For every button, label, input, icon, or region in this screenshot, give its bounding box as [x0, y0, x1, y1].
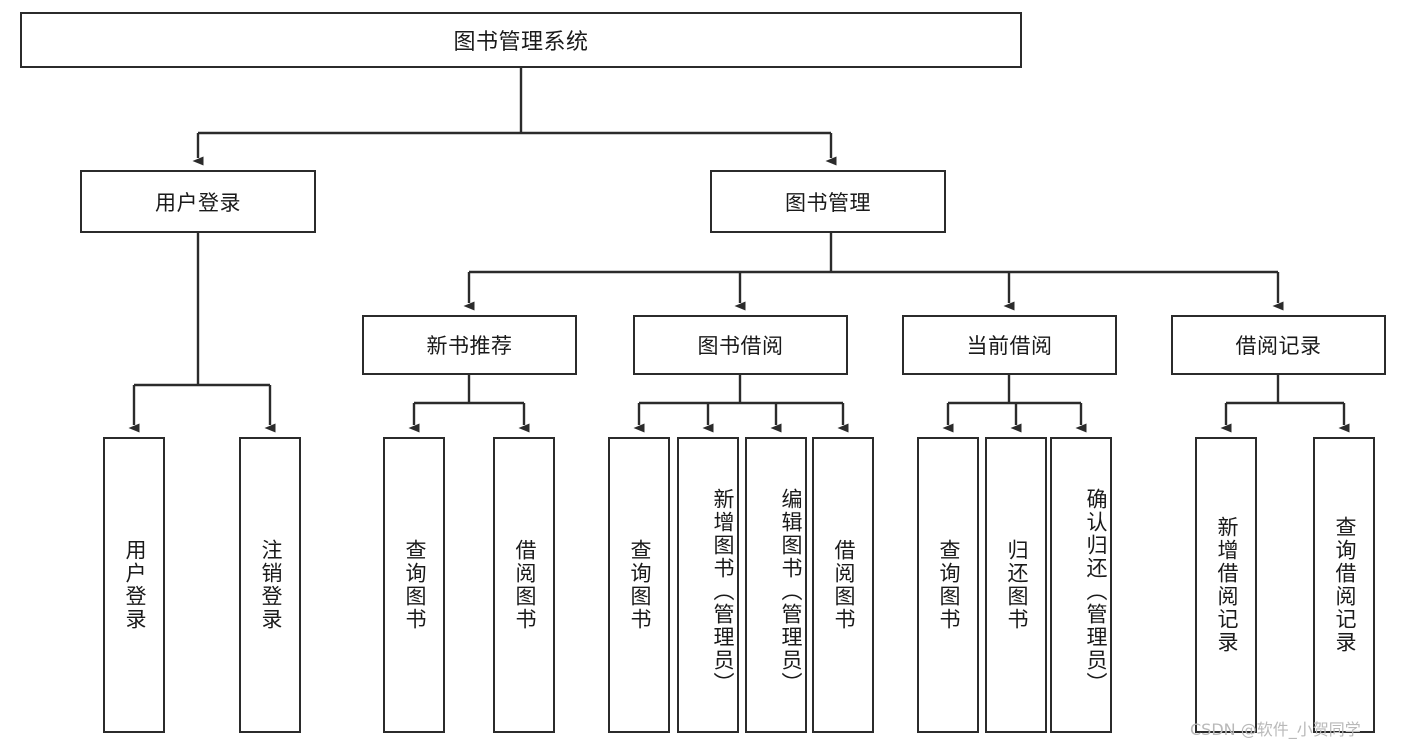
leaf-query-record-label: 查询借阅记录: [1333, 516, 1356, 654]
leaf-query-book-2-label: 查询图书: [628, 539, 651, 631]
node-current-borrow-label: 当前借阅: [966, 335, 1053, 358]
node-borrow-record-label: 借阅记录: [1235, 335, 1322, 358]
watermark: CSDN @软件_小贺同学: [1190, 720, 1361, 739]
node-user-login[interactable]: 用户登录: [80, 170, 316, 233]
leaf-add-book[interactable]: 新增图书（管理员）: [677, 437, 739, 733]
leaf-user-login-label: 用户登录: [123, 539, 146, 631]
node-book-manage[interactable]: 图书管理: [710, 170, 946, 233]
node-current-borrow[interactable]: 当前借阅: [902, 315, 1117, 375]
node-user-login-label: 用户登录: [155, 191, 241, 215]
node-book-borrow[interactable]: 图书借阅: [633, 315, 848, 375]
leaf-return-book[interactable]: 归还图书: [985, 437, 1047, 733]
leaf-borrow-book-1-label: 借阅图书: [513, 539, 536, 631]
leaf-query-book-1[interactable]: 查询图书: [383, 437, 445, 733]
leaf-query-record[interactable]: 查询借阅记录: [1313, 437, 1375, 733]
node-borrow-record[interactable]: 借阅记录: [1171, 315, 1386, 375]
leaf-edit-book-label: 编辑图书（管理员）: [779, 487, 802, 695]
node-new-book-recommend-label: 新书推荐: [426, 335, 513, 358]
leaf-user-login[interactable]: 用户登录: [103, 437, 165, 733]
leaf-borrow-book-2-label: 借阅图书: [832, 539, 855, 631]
node-root[interactable]: 图书管理系统: [20, 12, 1022, 68]
leaf-borrow-book-2[interactable]: 借阅图书: [812, 437, 874, 733]
leaf-add-record-label: 新增借阅记录: [1215, 516, 1238, 654]
leaf-logout[interactable]: 注销登录: [239, 437, 301, 733]
leaf-confirm-return-label: 确认归还（管理员）: [1084, 487, 1107, 695]
leaf-confirm-return[interactable]: 确认归还（管理员）: [1050, 437, 1112, 733]
node-root-label: 图书管理系统: [453, 29, 589, 54]
leaf-query-book-2[interactable]: 查询图书: [608, 437, 670, 733]
leaf-logout-label: 注销登录: [259, 539, 282, 631]
node-book-borrow-label: 图书借阅: [697, 335, 784, 358]
leaf-add-record[interactable]: 新增借阅记录: [1195, 437, 1257, 733]
leaf-add-book-label: 新增图书（管理员）: [711, 487, 734, 695]
node-new-book-recommend[interactable]: 新书推荐: [362, 315, 577, 375]
leaf-return-book-label: 归还图书: [1005, 539, 1028, 631]
leaf-query-book-3-label: 查询图书: [937, 539, 960, 631]
leaf-edit-book[interactable]: 编辑图书（管理员）: [745, 437, 807, 733]
leaf-borrow-book-1[interactable]: 借阅图书: [493, 437, 555, 733]
node-book-manage-label: 图书管理: [785, 191, 871, 215]
leaf-query-book-1-label: 查询图书: [403, 539, 426, 631]
leaf-query-book-3[interactable]: 查询图书: [917, 437, 979, 733]
